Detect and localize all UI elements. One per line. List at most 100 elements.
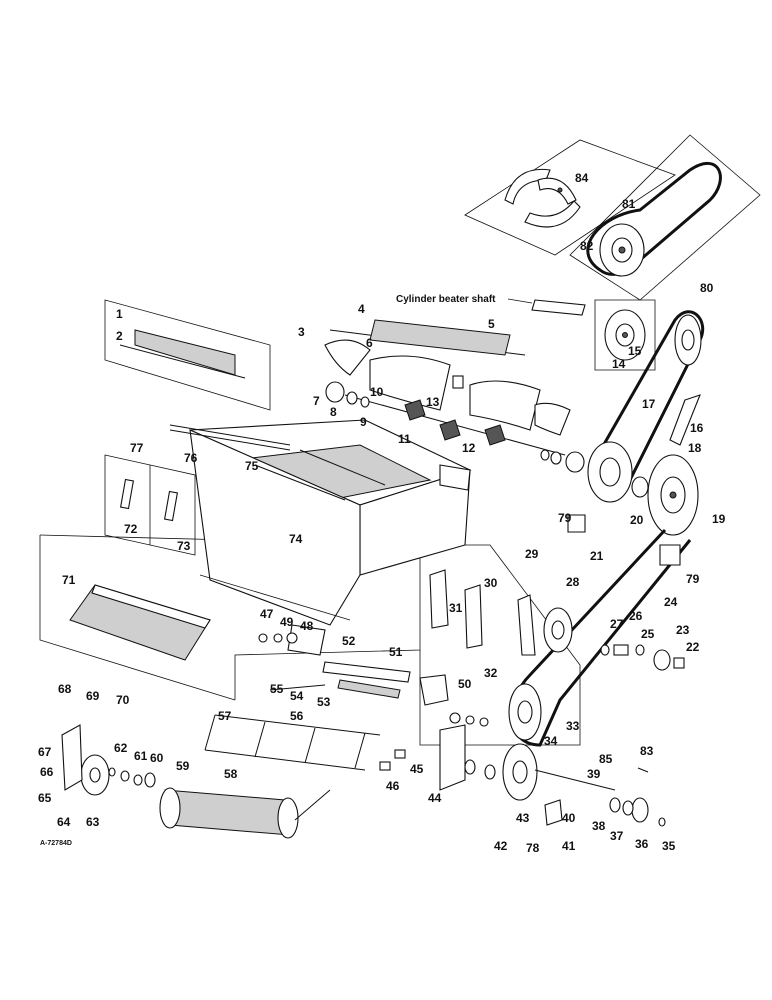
callout-4: 4 <box>358 302 365 316</box>
pulley-28 <box>543 607 573 653</box>
callout-57: 57 <box>218 709 232 723</box>
callout-10: 10 <box>370 385 384 399</box>
callout-34: 34 <box>544 734 558 748</box>
hardware-37-38 <box>464 759 496 780</box>
callout-26: 26 <box>629 609 643 623</box>
inset-panel-72-73 <box>104 454 196 556</box>
plate-44 <box>439 724 466 791</box>
bracket-16 <box>669 394 701 446</box>
callout-18: 18 <box>688 441 702 455</box>
callout-19: 19 <box>712 512 726 526</box>
pulley-80 <box>674 314 702 366</box>
cylinder-beater-shaft-label: Cylinder beater shaft <box>396 294 496 305</box>
conveyor-chain-57 <box>204 714 381 771</box>
bearing-50 <box>419 674 449 706</box>
callout-55: 55 <box>270 682 284 696</box>
callout-56: 56 <box>290 709 304 723</box>
callout-25: 25 <box>641 627 655 641</box>
callout-84: 84 <box>575 171 589 185</box>
callout-39: 39 <box>587 767 601 781</box>
callout-29: 29 <box>525 547 539 561</box>
callout-32: 32 <box>484 666 498 680</box>
idler-parts-22-27 <box>600 644 685 671</box>
callout-85: 85 <box>599 752 613 766</box>
transition-strip-77-76 <box>169 424 291 451</box>
callout-65: 65 <box>38 791 52 805</box>
drum-58 <box>159 787 331 839</box>
callout-75: 75 <box>245 459 259 473</box>
callout-60: 60 <box>150 751 164 765</box>
callout-66: 66 <box>40 765 54 779</box>
callout-22: 22 <box>686 640 700 654</box>
callout-44: 44 <box>428 791 442 805</box>
callout-27: 27 <box>610 617 624 631</box>
pulley-15-inset <box>594 299 656 371</box>
callout-79: 79 <box>558 511 572 525</box>
callout-70: 70 <box>116 693 130 707</box>
callout-9: 9 <box>360 415 367 429</box>
callout-41: 41 <box>562 839 576 853</box>
callout-40: 40 <box>562 811 576 825</box>
callout-30: 30 <box>484 576 498 590</box>
pulley-43 <box>502 743 538 801</box>
pulley-63 <box>80 754 110 796</box>
hardware-59-62 <box>108 767 156 788</box>
bracket-64-68 <box>61 724 83 791</box>
callout-73: 73 <box>177 539 191 553</box>
callout-61: 61 <box>134 749 148 763</box>
figure-code: A-72784D <box>40 840 72 847</box>
callout-33: 33 <box>566 719 580 733</box>
callout-8: 8 <box>330 405 337 419</box>
callout-82: 82 <box>580 239 594 253</box>
callout-21: 21 <box>590 549 604 563</box>
callout-47: 47 <box>260 607 274 621</box>
callout-43: 43 <box>516 811 530 825</box>
beater-shaft-11-12 <box>325 375 585 473</box>
callout-5: 5 <box>488 317 495 331</box>
callout-31: 31 <box>449 601 463 615</box>
beater-blades <box>324 319 571 436</box>
callout-50: 50 <box>458 677 472 691</box>
callout-53: 53 <box>317 695 331 709</box>
callout-80: 80 <box>700 281 714 295</box>
callout-72: 72 <box>124 522 138 536</box>
callout-83: 83 <box>640 744 654 758</box>
callout-62: 62 <box>114 741 128 755</box>
brackets-29-31 <box>429 569 536 656</box>
callout-68: 68 <box>58 682 72 696</box>
brake-shoe-assembly <box>504 168 581 228</box>
callout-11: 11 <box>398 432 411 446</box>
callout-58: 58 <box>224 767 238 781</box>
callout-79-second: 79 <box>686 572 700 586</box>
shaft-51 <box>322 661 411 683</box>
callout-42: 42 <box>494 839 508 853</box>
inset-panel-top <box>464 134 761 301</box>
sprocket-36 <box>609 797 666 827</box>
callout-17: 17 <box>642 397 656 411</box>
callout-3: 3 <box>298 325 305 339</box>
callout-48: 48 <box>300 619 314 633</box>
callout-81: 81 <box>622 197 636 211</box>
callout-24: 24 <box>664 595 678 609</box>
callout-46: 46 <box>386 779 400 793</box>
callout-51: 51 <box>389 645 403 659</box>
callout-69: 69 <box>86 689 100 703</box>
callout-1: 1 <box>116 307 123 321</box>
bearing-79 <box>567 514 681 566</box>
chain-53-56 <box>269 679 401 699</box>
callout-12: 12 <box>462 441 476 455</box>
callout-37: 37 <box>610 829 624 843</box>
callout-52: 52 <box>342 634 356 648</box>
callout-6: 6 <box>366 336 373 350</box>
callout-13: 13 <box>426 395 440 409</box>
small-hardware-47-49 <box>258 632 489 727</box>
callout-28: 28 <box>566 575 580 589</box>
callout-2: 2 <box>116 329 123 343</box>
callout-7: 7 <box>313 394 320 408</box>
callout-15: 15 <box>628 344 642 358</box>
callout-64: 64 <box>57 815 71 829</box>
feeder-house-body <box>189 419 472 626</box>
hardware-45-46 <box>379 749 406 771</box>
